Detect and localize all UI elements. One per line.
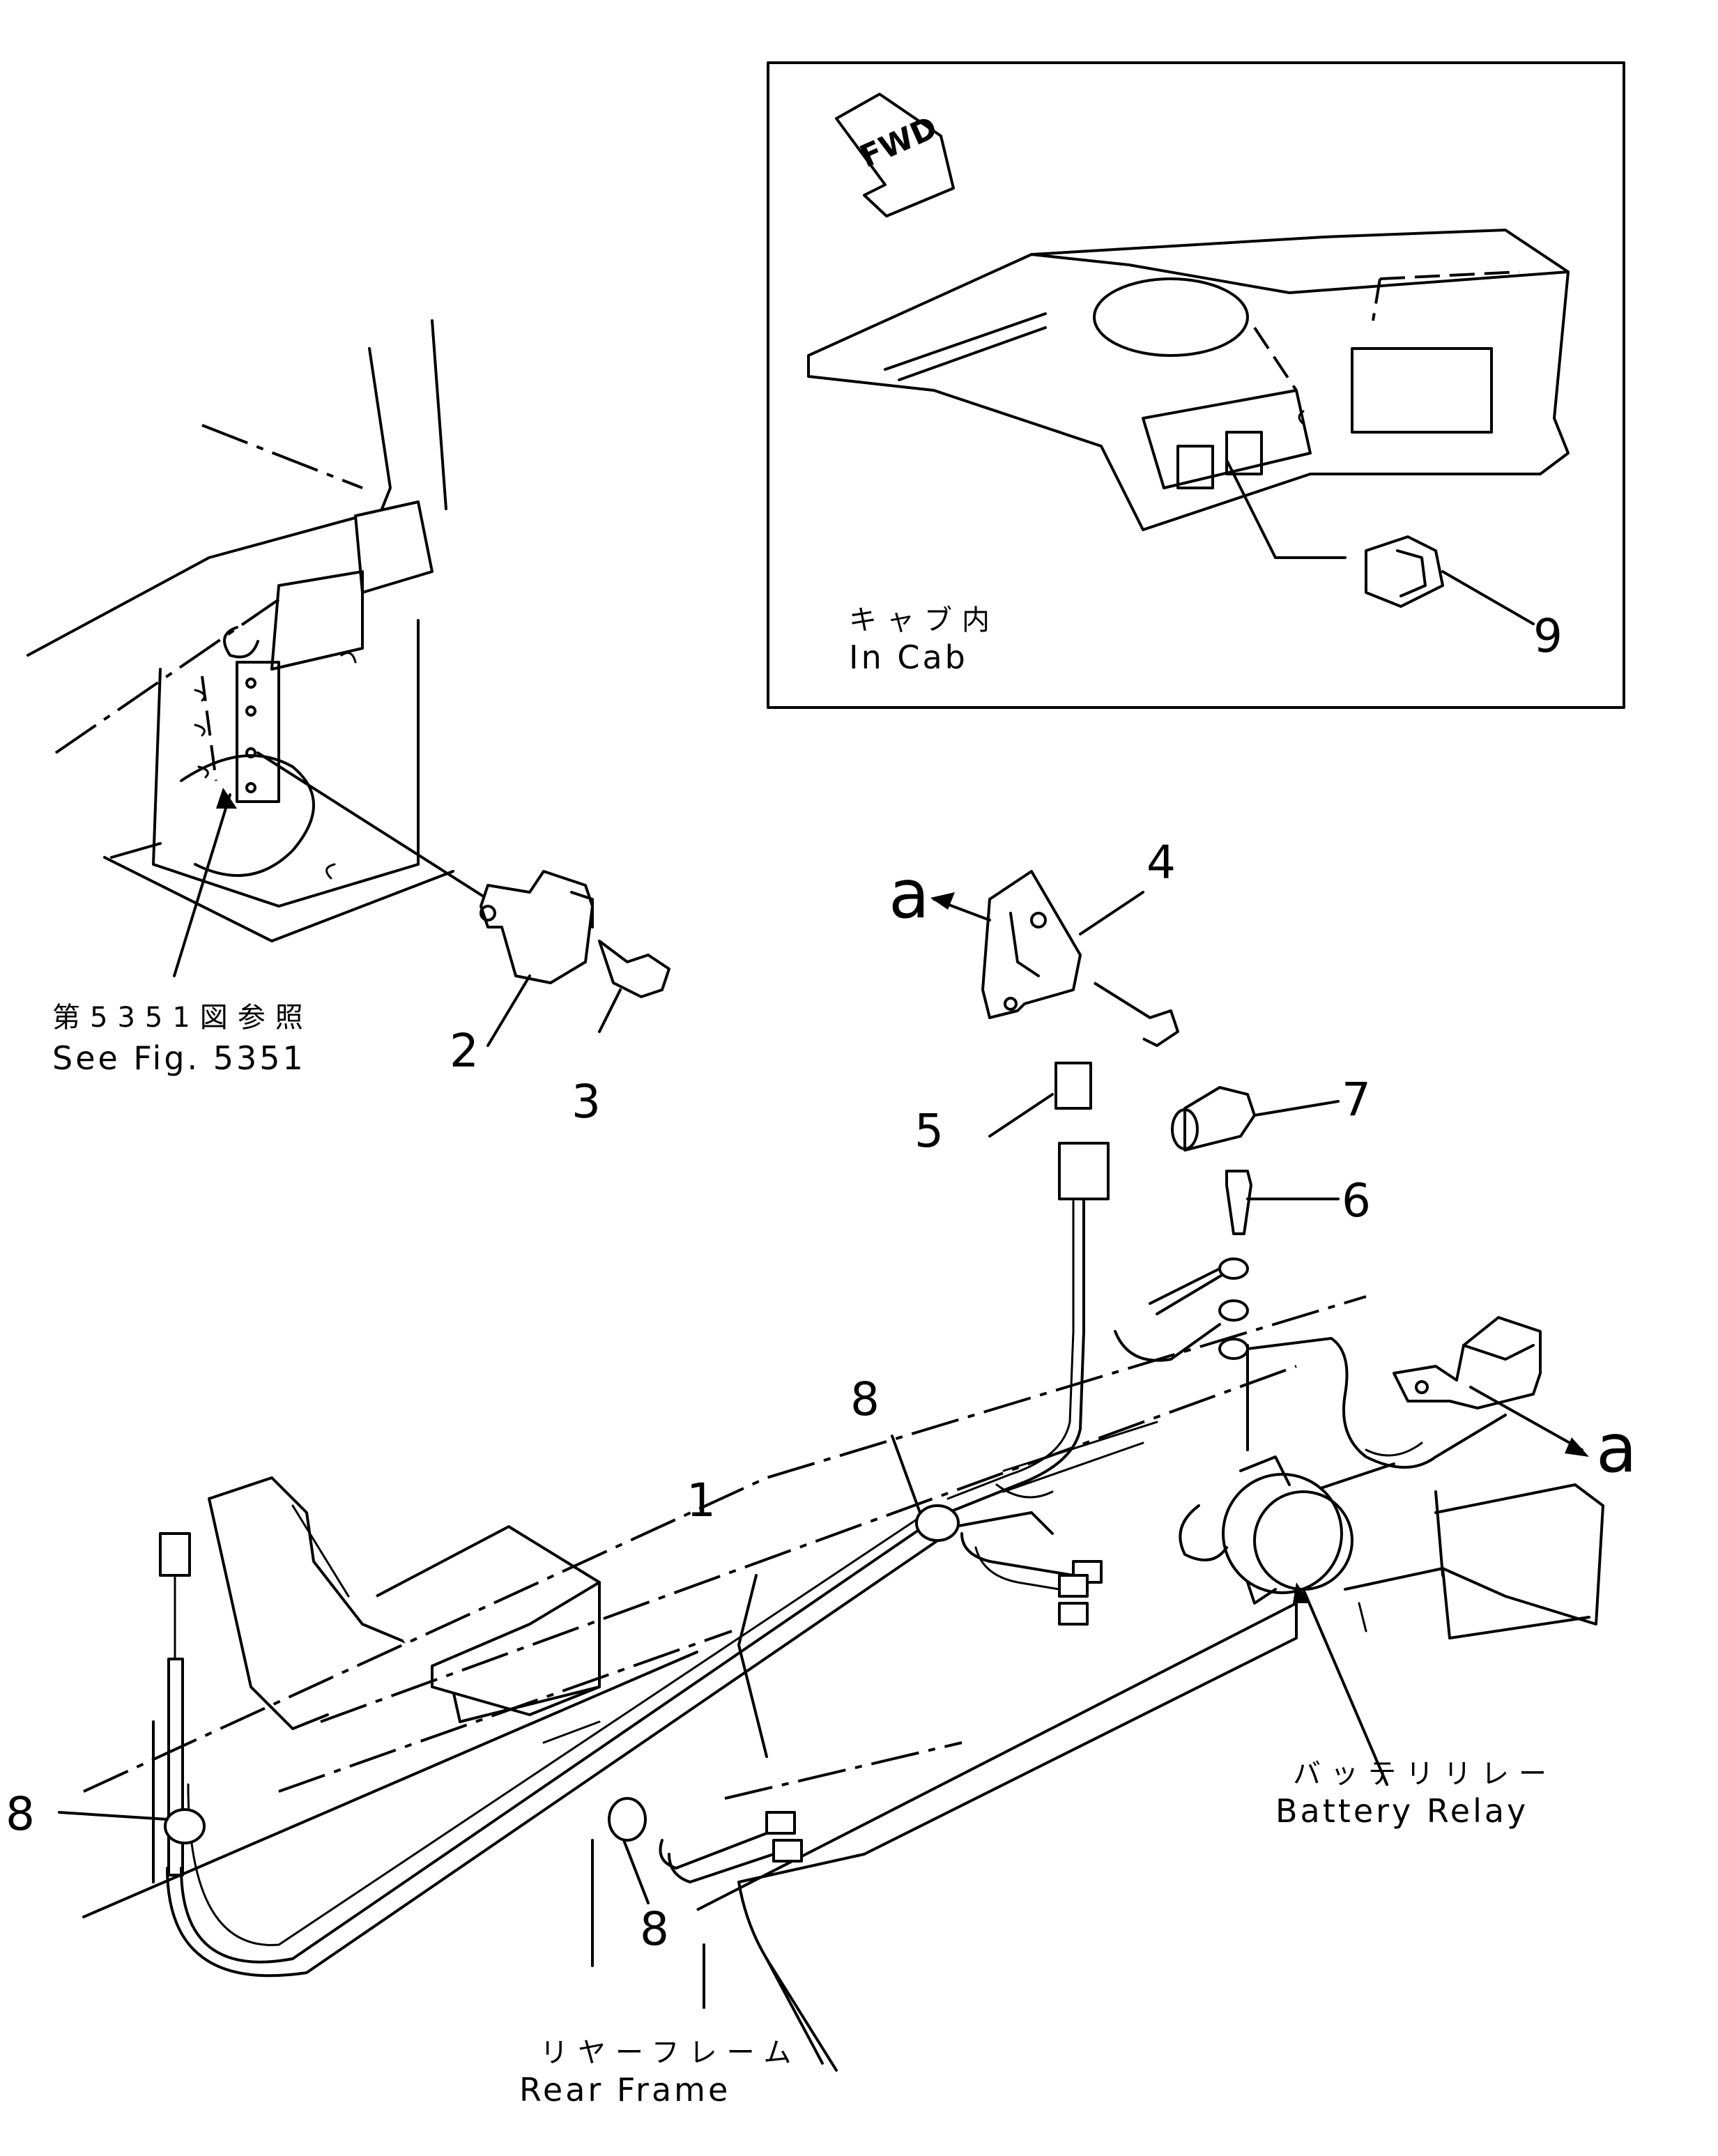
relay-switch-part-2 [480,870,594,984]
clamps-part-8 [58,1435,960,1904]
leader-4 [1079,891,1144,935]
bolt-part-4 [1093,981,1179,1047]
view-marker-a-right: a [1596,1409,1637,1488]
tank [376,1525,601,1716]
rear-frame-rail [696,1602,1298,1911]
clamp-bottom [608,1797,647,1842]
callout-2: 2 [450,1024,479,1078]
cab-corner-assembly [26,319,670,1047]
reference-caption-en: See Fig. 5351 [52,1039,306,1077]
inset-frame [767,61,1625,709]
dashboard-display [1351,347,1493,434]
frame-line-1 [83,1295,1367,1793]
switch-slot-left [1176,445,1214,489]
leader-relay-mount [256,751,489,901]
rear-frame-label-jp: リヤーフレーム [540,2037,802,2069]
battery-relay-body [1222,1473,1343,1594]
leader-3 [598,988,622,1033]
leader-see-fig [173,793,231,977]
arrow-a-right [1469,1386,1583,1451]
callout-4: 4 [1146,836,1176,889]
connector [1058,1142,1110,1200]
cap-part-5 [1054,1062,1092,1110]
cab-step [354,500,434,594]
dashboard-panel [807,229,1570,531]
callout-8-bottom: 8 [640,1902,669,1956]
leader-5 [988,1093,1054,1138]
end-connector [159,1532,191,1577]
mount-plate [236,661,280,803]
mount-block [152,619,420,908]
leader-8-left [58,1811,169,1821]
leader-1 [737,1574,768,1758]
battery-relay-label-jp: バッテリリレー [1293,1758,1556,1790]
branch-connector-lower [765,1811,796,1835]
bolt-part-6 [1225,1170,1252,1235]
clamp-center [915,1504,960,1542]
fwd-arrow-icon [835,93,955,217]
relay-unit-right [1288,1316,1589,1500]
callout-3: 3 [572,1075,601,1129]
clamp-left [164,1808,206,1844]
callout-8-center: 8 [850,1373,880,1426]
wiring-harness-part-1 [152,1330,1158,1978]
leader-2 [486,974,531,1047]
inset-caption-jp: キャブ内 [849,604,999,636]
reference-caption-jp: 第5351図参照 [52,1002,313,1034]
switch-panel [1142,389,1312,489]
frame-corner-right [1344,1483,1604,1626]
battery-relay-label-en: Battery Relay [1275,1792,1529,1830]
cab-post [368,347,392,524]
dashboard-recess [1093,277,1249,357]
leader-8-bottom [622,1839,650,1904]
dashboard-edge [1030,253,1570,294]
callout-5: 5 [914,1104,944,1158]
callout-6: 6 [1342,1174,1371,1228]
switch-slot-right [1225,431,1263,475]
view-marker-a-top: a [889,855,930,933]
leader-8-center [891,1435,921,1514]
bracket-group [930,870,1507,1469]
leader-7 [1253,1100,1340,1117]
rear-frame-structure [82,1295,1604,2072]
bracket-part-4 [981,870,1082,1019]
leader-line-9 [1225,459,1347,559]
relay-unit [1393,1316,1542,1409]
bolt-part-3 [598,940,670,998]
leader-line-9b [1441,570,1535,625]
callout-1: 1 [687,1474,716,1527]
callout-9: 9 [1533,609,1563,663]
battery-relay [1179,1344,1388,1786]
leader-battery-relay [1302,1588,1388,1786]
callout-8-left: 8 [6,1787,35,1841]
ring-terminal [1218,1257,1249,1280]
inset-in-cab [767,61,1625,709]
callout-7: 7 [1342,1073,1371,1126]
inset-caption-en: In Cab [849,639,968,676]
rear-frame-label-en: Rear Frame [519,2071,731,2109]
switch-part-9 [1365,535,1444,608]
